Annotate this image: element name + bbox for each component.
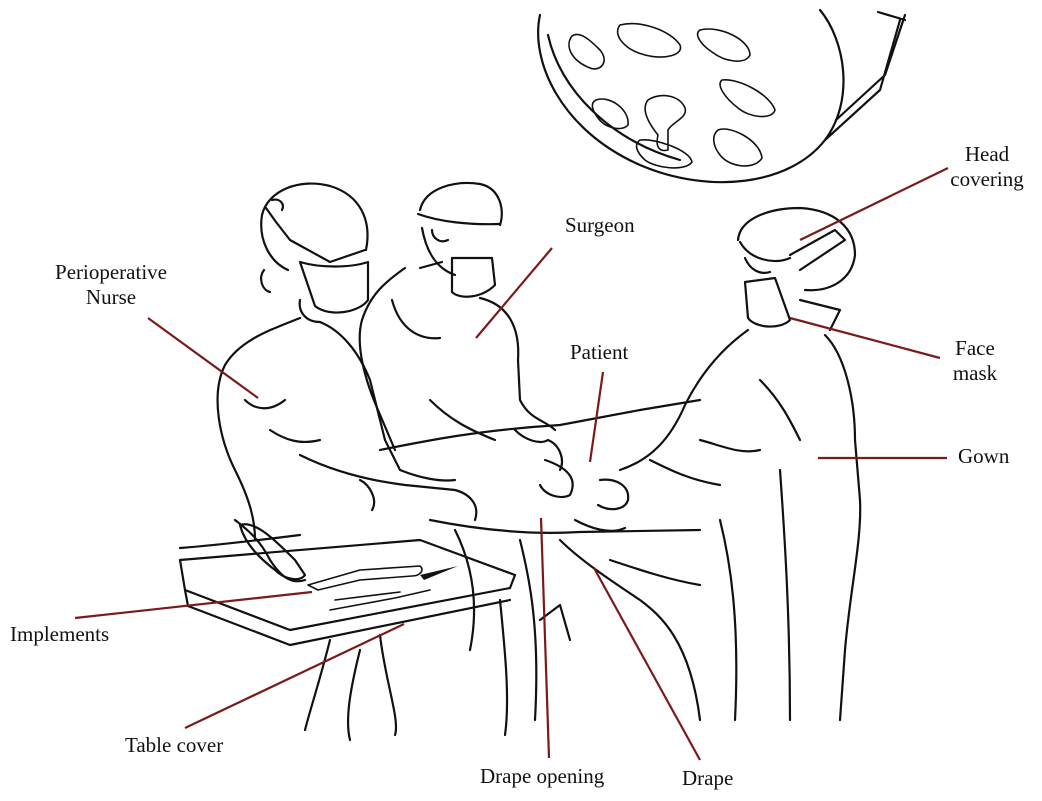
leader-lines xyxy=(75,168,948,760)
label-table-cover: Table cover xyxy=(125,733,223,758)
surgeon-figure xyxy=(360,183,573,497)
label-patient: Patient xyxy=(570,340,628,365)
label-perioperative-nurse: Perioperative Nurse xyxy=(36,260,186,310)
label-face-mask: Face mask xyxy=(935,336,1015,386)
label-drape-opening: Drape opening xyxy=(480,764,604,789)
leader-head-covering xyxy=(800,168,948,240)
label-surgeon: Surgeon xyxy=(565,213,635,238)
label-perioperative-nurse-line1: Perioperative xyxy=(36,260,186,285)
leader-drape xyxy=(594,568,700,760)
label-head-covering-line1: Head xyxy=(932,142,1042,167)
leader-perioperative-nurse xyxy=(148,318,258,398)
label-gown: Gown xyxy=(958,444,1009,469)
leader-face-mask xyxy=(790,318,940,358)
label-implements: Implements xyxy=(10,622,109,647)
leader-drape-opening xyxy=(541,518,549,758)
surgical-lamp xyxy=(538,10,905,182)
assistant-figure xyxy=(575,208,860,720)
label-drape: Drape xyxy=(682,766,733,791)
label-head-covering: Head covering xyxy=(932,142,1042,192)
label-head-covering-line2: covering xyxy=(932,167,1042,192)
label-face-mask-line2: mask xyxy=(935,361,1015,386)
leader-implements xyxy=(75,592,312,618)
label-perioperative-nurse-line2: Nurse xyxy=(36,285,186,310)
leader-table-cover xyxy=(185,624,404,728)
label-face-mask-line1: Face xyxy=(935,336,1015,361)
